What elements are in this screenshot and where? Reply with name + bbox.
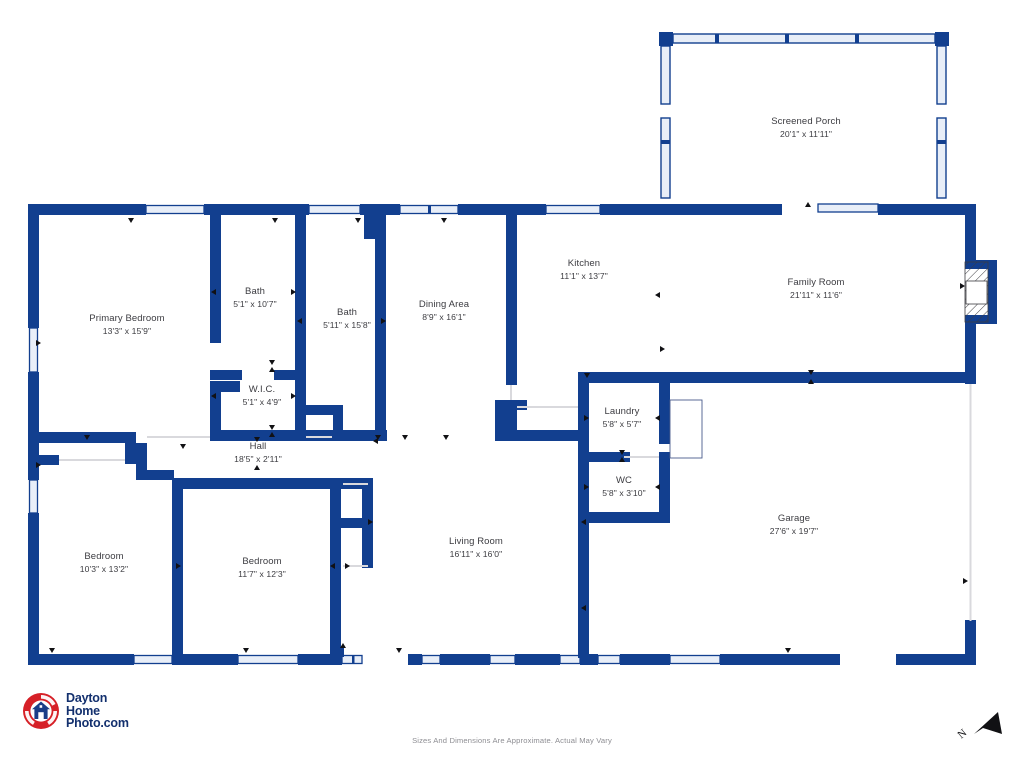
screened-porch-structure: [659, 32, 949, 213]
brand-wordmark: Dayton Home Photo.com: [66, 692, 129, 730]
wall-group: [28, 32, 997, 665]
window-group-bottom: [133, 654, 721, 665]
north-label: N: [955, 727, 969, 741]
brand-line-1: Dayton: [66, 691, 108, 706]
fireplace-icon: [964, 261, 989, 323]
brand-logo[interactable]: Dayton Home Photo.com: [22, 692, 129, 730]
window-group-left: [28, 327, 39, 514]
window-group-top: [145, 204, 601, 215]
brand-line-3: Photo.com: [66, 716, 129, 731]
disclaimer-text: Sizes And Dimensions Are Approximate. Ac…: [412, 736, 612, 745]
door-marker-group: [36, 202, 968, 653]
camera-shutter-house-icon: [22, 692, 60, 730]
north-arrow-icon: N: [952, 704, 1008, 748]
brand-line-2: Home: [66, 703, 100, 718]
